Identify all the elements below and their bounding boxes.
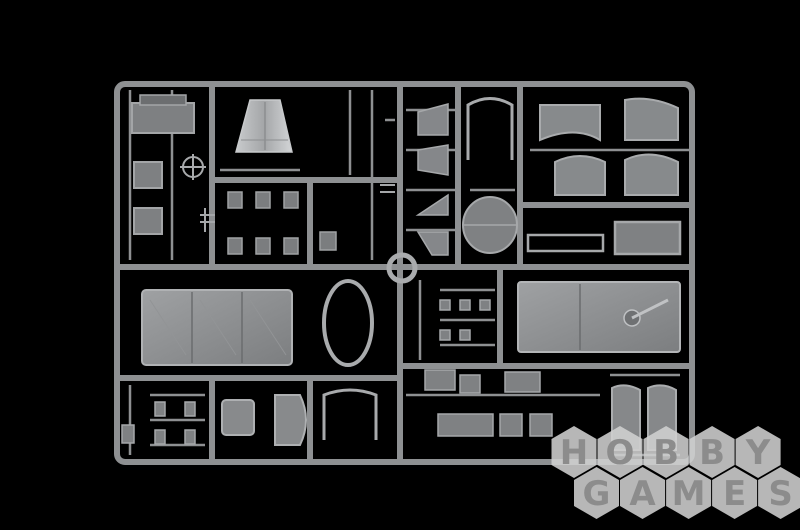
watermark-hexagon (597, 426, 643, 478)
sprue-frame (114, 81, 695, 465)
watermark-hexagon (574, 467, 619, 519)
watermark-letter: B (653, 433, 679, 473)
part-oval-ring (322, 279, 374, 367)
part-dashboard (221, 394, 307, 446)
part-center-hub (386, 252, 418, 284)
watermark-hexagon (735, 426, 781, 478)
part-crosshair-wheel (180, 154, 206, 180)
watermark-hexagon (712, 467, 758, 519)
watermark-letter: M (672, 474, 706, 514)
part-bars-right (526, 220, 682, 256)
watermark-letter: B (699, 433, 725, 473)
watermark-letter: A (629, 474, 656, 514)
watermark-hexagon (666, 467, 712, 519)
watermark-hexagon (758, 467, 800, 519)
part-small-boxes-left (133, 161, 163, 235)
watermark-letter: H (560, 433, 588, 473)
part-cone (235, 99, 293, 153)
part-box-top-left (131, 94, 195, 134)
part-cluster-center (424, 299, 541, 394)
part-arch-bottom (322, 388, 378, 440)
watermark-hexagon (551, 426, 597, 478)
watermark-letter: G (583, 474, 611, 514)
part-arch-top (466, 97, 514, 160)
part-wedges-center (415, 103, 449, 256)
watermark-letter: E (723, 474, 746, 514)
part-forks (200, 184, 395, 232)
watermark-letter: O (606, 433, 635, 473)
part-bits-bottom-left (121, 401, 196, 445)
watermark-letter: Y (745, 433, 771, 473)
part-hood-panel (141, 289, 293, 366)
watermark-hexagon (620, 467, 666, 519)
watermark-letter: S (768, 474, 793, 514)
watermark-hexagon (643, 426, 689, 478)
part-oval-plate (462, 196, 518, 254)
part-vehicle-body (517, 281, 681, 353)
part-lower-row-boxes (437, 413, 553, 437)
watermark-hexagon (689, 426, 735, 478)
part-fenders-top-right (539, 97, 679, 196)
sprue-outer-runner (114, 81, 695, 465)
part-grid-small-squares (227, 191, 337, 255)
